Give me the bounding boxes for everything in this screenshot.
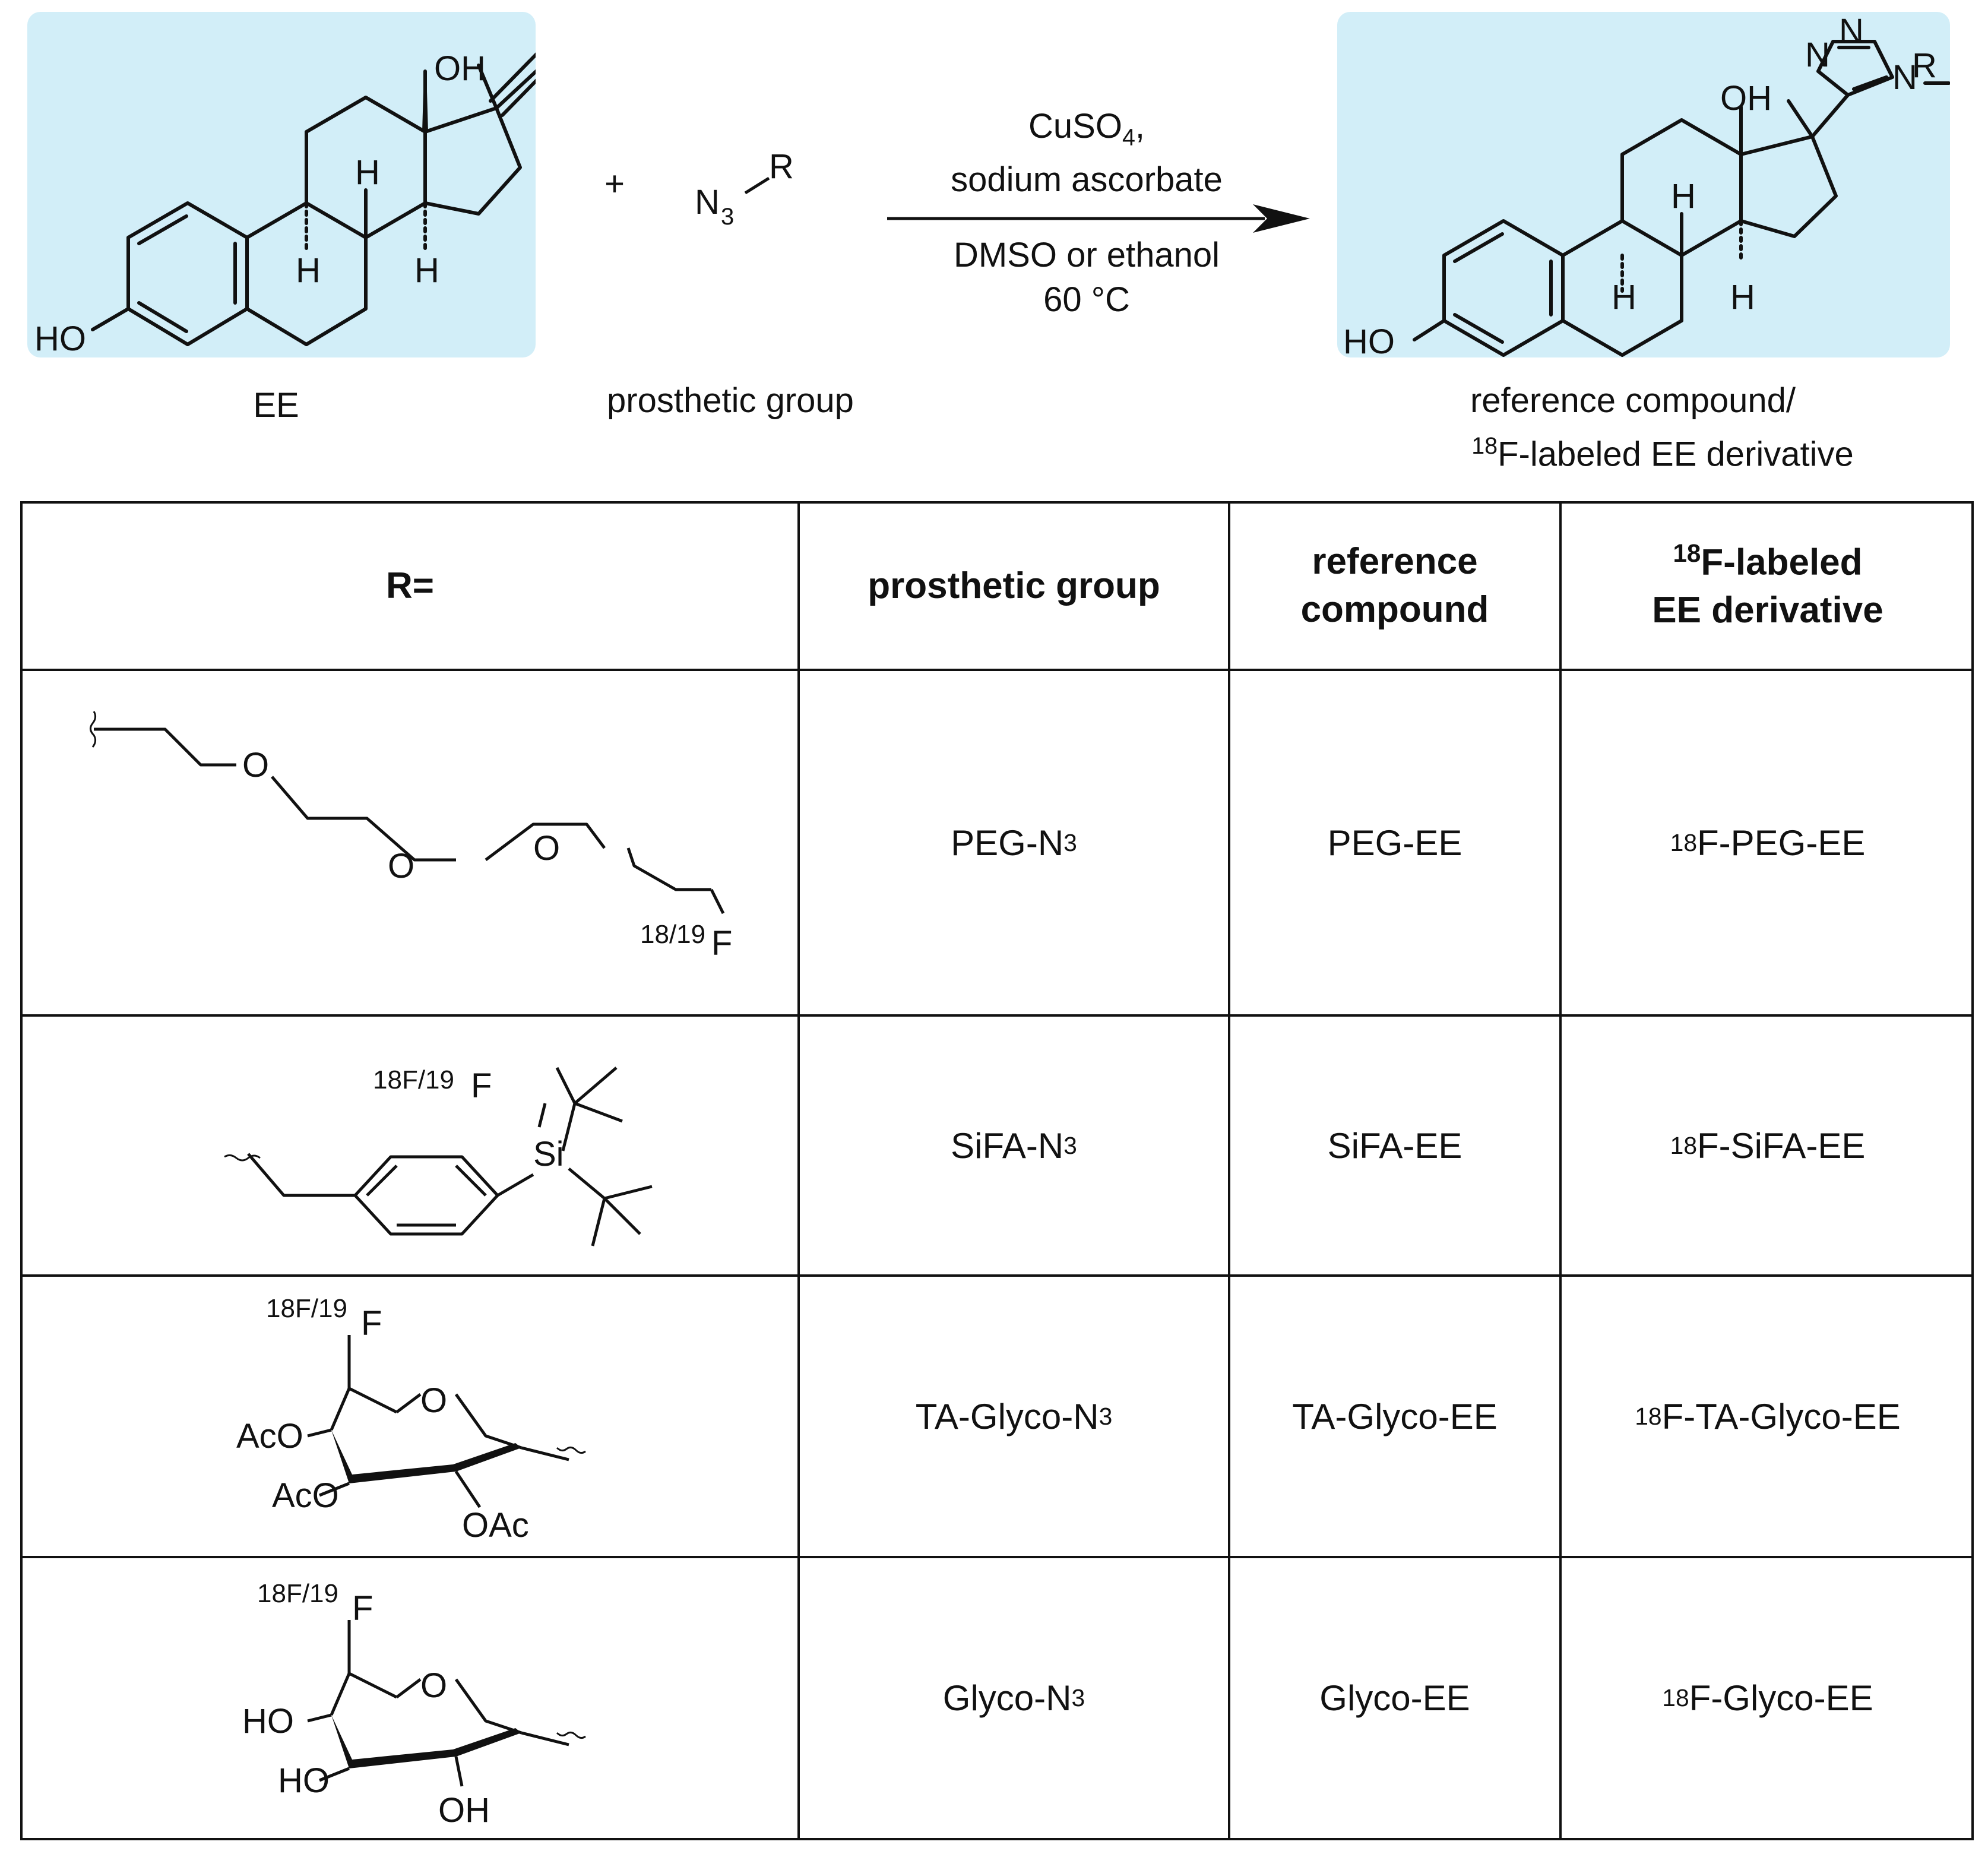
product-r-label: R (1912, 46, 1937, 85)
header-r: R= (386, 565, 434, 606)
header-labeled-derivative: 18F-labeled EE derivative (1652, 539, 1883, 631)
ta-glyco-f: F (361, 1304, 382, 1343)
glyco-oh-3: OH (438, 1791, 490, 1830)
azide-n: N (695, 183, 720, 222)
ee-structure: HO OH H H H (34, 49, 536, 357)
glyco-o: O (420, 1666, 447, 1705)
ta-glyco-f-sup: 18F/19 (266, 1294, 347, 1323)
product-highlight (1337, 12, 1950, 357)
prosthetic-group-label: prosthetic group (607, 381, 854, 420)
peg-o-1: O (242, 746, 269, 784)
product-ho-label: HO (1343, 322, 1395, 357)
triazole-n-1: N (1805, 36, 1830, 74)
ta-glyco-structure: 18F/19 F O AcO AcO OAc (236, 1294, 586, 1545)
conditions-line4: 60 °C (1043, 280, 1130, 319)
peg-o-3: O (533, 829, 560, 868)
reactant-highlight (27, 12, 536, 357)
row2-reference: SiFA-EE (1327, 1125, 1462, 1166)
peg-structure: O O O 18/19 F (90, 711, 732, 963)
sifa-si: Si (533, 1135, 564, 1173)
product-h-label-1: H (1612, 278, 1636, 317)
ta-glyco-o: O (420, 1381, 447, 1420)
conditions-line1: CuSO4, (1028, 107, 1145, 151)
azide-sub: 3 (721, 204, 734, 230)
row4-reference: Glyco-EE (1319, 1678, 1470, 1718)
glyco-f-sup: 18F/19 (257, 1579, 338, 1608)
product-oh-label: OH (1720, 79, 1772, 118)
glyco-oh-1: HO (242, 1702, 294, 1741)
peg-f-sup: 18/19 (640, 920, 705, 949)
glyco-f: F (352, 1589, 373, 1628)
reaction-arrow (887, 204, 1310, 233)
glyco-structure: 18F/19 F O HO HO OH (242, 1579, 586, 1830)
azide-structure: N 3 R (695, 147, 794, 230)
ee-h-label-1: H (296, 251, 321, 290)
header-prosthetic-group: prosthetic group (868, 565, 1160, 606)
ee-h-label-2: H (355, 153, 380, 192)
ee-oh-label: OH (434, 49, 486, 88)
ee-h-label-3: H (414, 251, 439, 290)
sifa-f-sup: 18F/19 (373, 1065, 454, 1094)
azide-r: R (769, 147, 794, 186)
sifa-structure: Si 18F/19 F (224, 1065, 653, 1246)
triazole-n-2: N (1839, 12, 1864, 50)
ta-glyco-oac-2: AcO (272, 1476, 339, 1515)
plus-sign: + (604, 164, 625, 203)
product-h-label-3: H (1730, 278, 1755, 317)
conditions-line2: sodium ascorbate (951, 160, 1223, 199)
product-h-label-2: H (1671, 177, 1696, 216)
peg-f: F (711, 924, 732, 963)
product-label-line2: 18F-labeled EE derivative (1471, 433, 1854, 474)
glyco-oh-2: HO (278, 1761, 330, 1800)
ta-glyco-oac-3: OAc (462, 1506, 529, 1545)
peg-o-2: O (388, 847, 414, 885)
product-label-line1: reference compound/ (1470, 381, 1796, 420)
triazole-n-3: N (1892, 58, 1917, 97)
ta-glyco-oac-1: AcO (236, 1417, 303, 1456)
row1-reference: PEG-EE (1327, 822, 1462, 863)
sifa-f: F (471, 1067, 492, 1105)
row3-reference: TA-Glyco-EE (1292, 1396, 1498, 1436)
product-structure: HO OH H H H N N N R (1343, 12, 1950, 357)
conditions-line3: DMSO or ethanol (953, 236, 1220, 274)
ee-ho-label: HO (34, 319, 86, 357)
ee-label: EE (253, 386, 299, 425)
